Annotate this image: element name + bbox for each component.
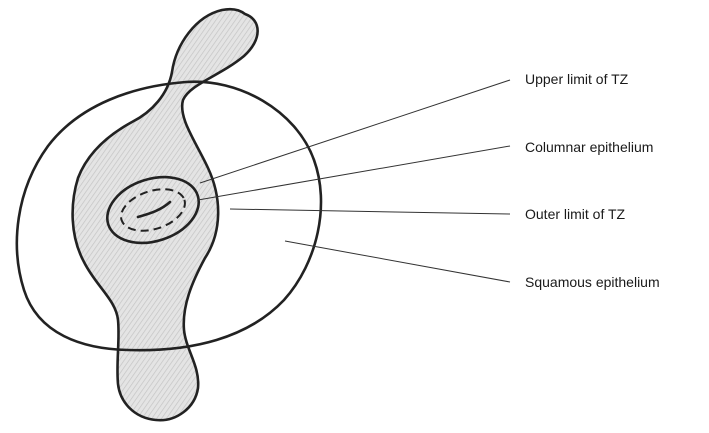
leader-outer-limit (230, 209, 510, 214)
leader-squamous (285, 241, 510, 282)
label-squamous: Squamous epithelium (525, 274, 660, 290)
label-outer-limit: Outer limit of TZ (525, 206, 626, 222)
transformation-zone-shape (73, 9, 258, 420)
leader-upper-limit (200, 80, 510, 183)
leader-columnar (198, 146, 510, 200)
label-columnar: Columnar epithelium (525, 139, 653, 155)
label-upper-limit: Upper limit of TZ (525, 71, 629, 87)
